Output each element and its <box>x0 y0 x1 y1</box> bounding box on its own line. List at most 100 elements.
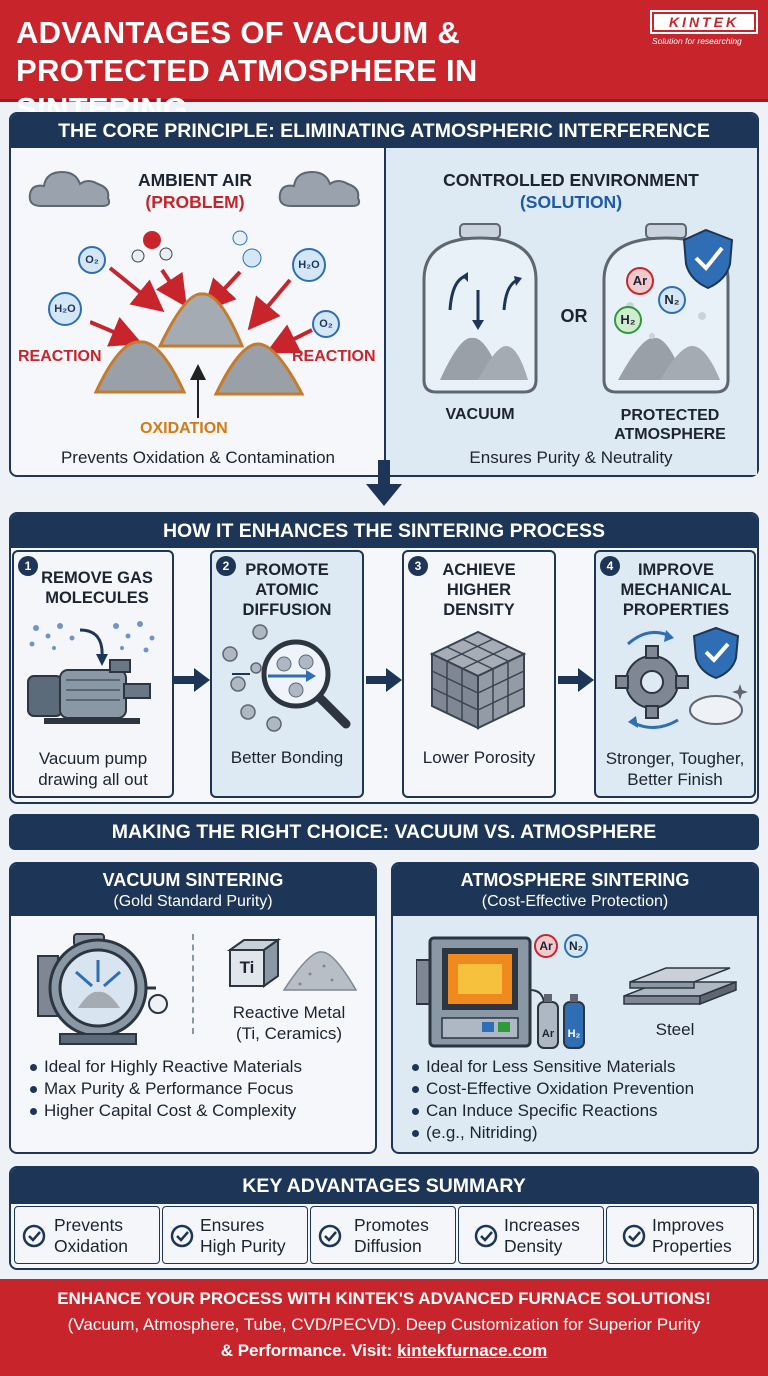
step-title-4: IMPROVE MECHANICAL PROPERTIES <box>598 560 754 620</box>
step-1-caption-line-1: Vacuum pump <box>38 749 148 768</box>
step-4-caption-line-2: Better Finish <box>627 770 723 789</box>
footer-cta-prefix: & Performance. Visit: <box>220 1341 398 1360</box>
step-3-title-line-1: ACHIEVE <box>442 561 516 579</box>
vacuum-sintering-header <box>11 864 375 916</box>
nitrogen-gas-icon: N₂ <box>658 286 686 314</box>
check-circle-icon <box>22 1224 46 1248</box>
ambient-air-title: AMBIENT AIR <box>137 170 253 190</box>
atmosphere-sintering-subtitle: (Cost-Effective Protection) <box>481 893 669 910</box>
hydrogen-gas-icon: H₂ <box>614 306 642 334</box>
solution-label: (SOLUTION) <box>519 192 623 212</box>
summary-item-text: Promotes Diffusion <box>354 1215 454 1257</box>
step-2-title-line-3: DIFFUSION <box>242 601 332 619</box>
step-number-2: 2 <box>216 556 236 576</box>
step-arrow-icon <box>366 668 402 692</box>
summary-line-2: Diffusion <box>354 1236 422 1256</box>
summary-line-2: Oxidation <box>54 1236 128 1256</box>
summary-line-2: High Purity <box>200 1236 286 1256</box>
argon-cylinder-label: Ar <box>541 1028 555 1040</box>
vacuum-bullet: Higher Capital Cost & Complexity <box>28 1100 373 1122</box>
atmosphere-furnace-icon <box>416 936 585 1049</box>
step-title-2: PROMOTE ATOMIC DIFFUSION <box>212 560 362 620</box>
reaction-diagram <box>90 230 313 418</box>
kintek-logo[interactable]: KINTEK <box>650 10 758 34</box>
titanium-cube-icon <box>226 938 282 988</box>
step-2-title-line-2: ATOMIC <box>255 581 319 599</box>
footer-cta: & Performance. Visit: kintekfurnace.com <box>0 1341 768 1361</box>
vacuum-pump-icon <box>27 621 155 724</box>
step-2-title-line-1: PROMOTE <box>245 561 329 579</box>
step-1-title-line-2: MOLECULES <box>45 589 149 607</box>
steel-plates-icon <box>623 967 737 1006</box>
atmosphere-bullet: Ideal for Less Sensitive Materials <box>410 1056 755 1078</box>
page-title: ADVANTAGES OF VACUUM & PROTECTED ATMOSPH… <box>16 14 636 128</box>
step-arrow-icon <box>174 668 210 692</box>
step-1-title-line-1: REMOVE GAS <box>41 569 153 587</box>
vacuum-bullet-list: Ideal for Highly Reactive Materials Max … <box>28 1056 373 1122</box>
footer-headline: ENHANCE YOUR PROCESS WITH KINTEK'S ADVAN… <box>57 1289 711 1308</box>
atmosphere-bullet: Cost-Effective Oxidation Prevention <box>410 1078 755 1100</box>
down-arrow-icon <box>366 460 402 506</box>
summary-line-1: Increases <box>504 1215 580 1235</box>
process-heading: HOW IT ENHANCES THE SINTERING PROCESS <box>11 514 757 548</box>
reaction-label-left: REACTION <box>18 348 102 365</box>
website-link[interactable]: kintekfurnace.com <box>397 1341 548 1360</box>
core-principle-heading: THE CORE PRINCIPLE: ELIMINATING ATMOSPHE… <box>11 114 757 148</box>
vacuum-card-divider <box>192 934 194 1034</box>
controlled-environment-title: CONTROLLED ENVIRONMENT <box>443 170 699 190</box>
controlled-environment-caption: Ensures Purity & Neutrality <box>469 448 673 467</box>
or-label: OR <box>560 306 588 326</box>
summary-line-1: Prevents <box>54 1215 124 1235</box>
step-4-caption-line-1: Stronger, Tougher, <box>605 749 745 768</box>
reaction-label-right: REACTION <box>292 348 376 365</box>
summary-item-text: Ensures High Purity <box>200 1215 306 1257</box>
protected-atmosphere-line-2: ATMOSPHERE <box>614 426 726 443</box>
atmosphere-bullet-continuation: (e.g., Nitriding) <box>410 1122 755 1144</box>
powder-pile-icon <box>282 951 358 991</box>
atmosphere-sintering-header <box>393 864 757 916</box>
vacuum-label: VACUUM <box>445 406 515 423</box>
problem-label: (PROBLEM) <box>145 192 245 212</box>
cloud-icon <box>278 170 361 207</box>
water-molecule-icon: H₂O <box>48 292 82 326</box>
step-1-caption-line-2: drawing all out <box>38 770 148 789</box>
summary-heading: KEY ADVANTAGES SUMMARY <box>11 1168 757 1204</box>
reactive-metal-label: Reactive Metal (Ti, Ceramics) <box>204 1002 374 1044</box>
step-4-title-line-1: IMPROVE <box>637 561 715 579</box>
summary-line-1: Ensures <box>200 1215 265 1235</box>
step-number-3: 3 <box>408 556 428 576</box>
ambient-air-caption: Prevents Oxidation & Contamination <box>60 448 336 467</box>
check-circle-icon <box>318 1224 342 1248</box>
oxygen-molecule-icon: O₂ <box>312 310 340 338</box>
check-circle-icon <box>474 1224 498 1248</box>
magnifier-diffusion-icon <box>222 624 351 732</box>
core-divider <box>384 148 386 475</box>
reactive-metal-line-1: Reactive Metal <box>232 1003 346 1022</box>
summary-item <box>458 1206 604 1264</box>
summary-line-2: Properties <box>652 1236 732 1256</box>
vacuum-bullet: Max Purity & Performance Focus <box>28 1078 373 1100</box>
atmosphere-sintering-title: ATMOSPHERE SINTERING <box>460 870 690 890</box>
check-circle-icon <box>170 1224 194 1248</box>
vacuum-bell-jar-icon <box>422 223 538 394</box>
step-3-title-line-2: HIGHER <box>446 581 512 599</box>
atmosphere-bullet: Can Induce Specific Reactions <box>410 1100 755 1122</box>
step-number-1: 1 <box>18 556 38 576</box>
reactive-metal-line-2: (Ti, Ceramics) <box>235 1024 343 1043</box>
protected-atmosphere-line-1: PROTECTED <box>620 407 720 424</box>
vacuum-sintering-title: VACUUM SINTERING <box>102 870 284 890</box>
summary-item-text: Increases Density <box>504 1215 602 1257</box>
summary-item <box>606 1206 754 1264</box>
choice-heading: MAKING THE RIGHT CHOICE: VACUUM VS. ATMO… <box>9 814 759 850</box>
step-4-title-line-3: PROPERTIES <box>622 601 730 619</box>
logo-tagline: Solution for researching <box>652 36 742 46</box>
footer-banner: ENHANCE YOUR PROCESS WITH KINTEK'S ADVAN… <box>0 1279 768 1376</box>
summary-item-text: Improves Properties <box>652 1215 752 1257</box>
footer-body-line: (Vacuum, Atmosphere, Tube, CVD/PECVD). D… <box>67 1315 701 1334</box>
step-title-3: ACHIEVE HIGHER DENSITY <box>404 560 554 620</box>
check-circle-icon <box>622 1224 646 1248</box>
step-number-4: 4 <box>600 556 620 576</box>
step-4-title-line-2: MECHANICAL <box>620 581 732 599</box>
oxidation-label: OXIDATION <box>140 420 228 437</box>
step-3-title-line-3: DENSITY <box>443 601 515 619</box>
